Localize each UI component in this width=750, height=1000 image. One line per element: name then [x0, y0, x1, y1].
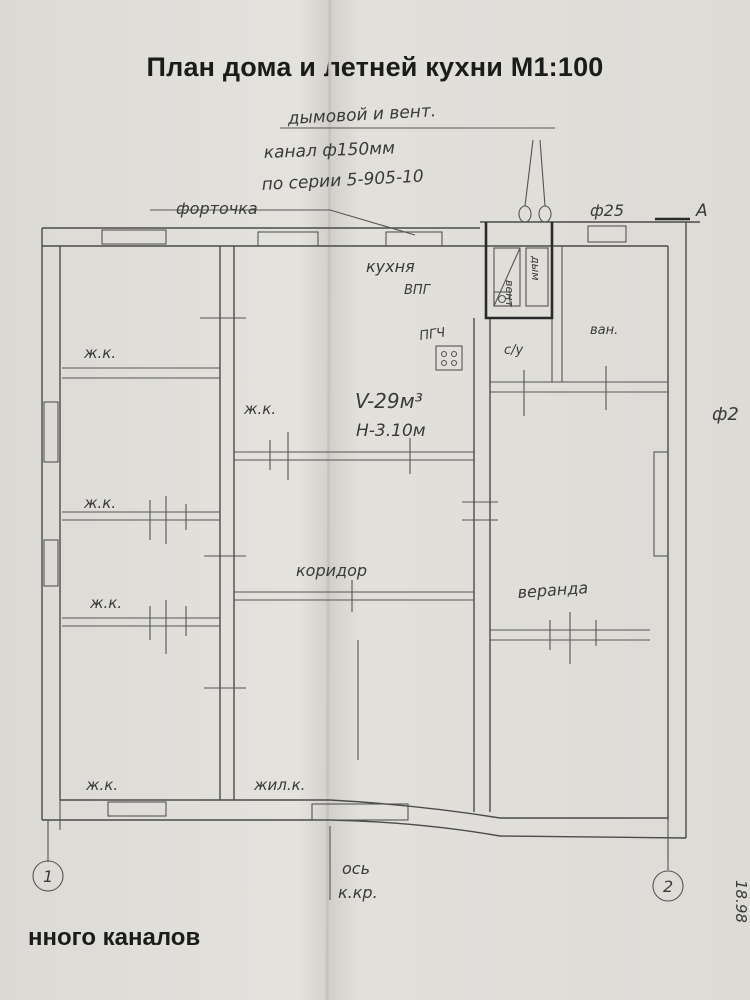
axis-a-label: А [695, 201, 708, 221]
window-vent-label: форточка [176, 199, 258, 218]
room-vpg: ВПГ [404, 283, 432, 298]
gas-stove-icon [435, 345, 463, 371]
windows [43, 225, 669, 821]
room-living-6: жил.к. [253, 776, 305, 794]
room-living-4: ж.к. [89, 594, 122, 612]
kitchen-height: H-3.10м [356, 421, 426, 441]
room-living-5: ж.к. [85, 776, 118, 794]
chimney-note-line-2: канал ф150мм [263, 138, 395, 163]
axis-1-label: 1 [43, 867, 53, 886]
room-veranda: веранда [517, 578, 589, 602]
axis-2-label: 2 [663, 877, 673, 896]
room-pgch: ПГЧ [418, 325, 446, 343]
axis-note-line-2: к.кр. [338, 883, 378, 902]
room-wc: с/у [504, 343, 524, 358]
dim-25-label: ф25 [590, 201, 624, 220]
chimney-note-line-3: по серии 5-905-10 [261, 167, 424, 195]
paper-fold [325, 0, 332, 1000]
smoke-channel-label: дым [529, 255, 542, 281]
axis-note-line-1: ось [342, 859, 370, 878]
room-living-2: ж.к. [243, 400, 276, 418]
kitchen-volume: V-29м³ [355, 389, 423, 413]
room-kitchen: кухня [366, 257, 415, 276]
outer-walls [41, 221, 700, 839]
axis-markers [32, 217, 690, 902]
room-bath: ван. [590, 323, 618, 338]
plan-title: План дома и летней кухни М1:100 [146, 52, 604, 82]
vent-channel-label: вент [503, 280, 516, 307]
door-marks [59, 317, 669, 900]
room-corridor: коридор [296, 561, 367, 580]
footer-caption: нного каналов [28, 924, 201, 951]
chimney-note-line-1: дымовой и вент. [286, 101, 436, 129]
margin-note: 18.98 [732, 880, 750, 923]
interior-walls [62, 246, 668, 812]
dim-right-label: ф2 [712, 404, 739, 425]
chimney-block [150, 127, 555, 320]
room-living-1: ж.к. [83, 344, 116, 362]
room-living-3: ж.к. [83, 494, 116, 512]
